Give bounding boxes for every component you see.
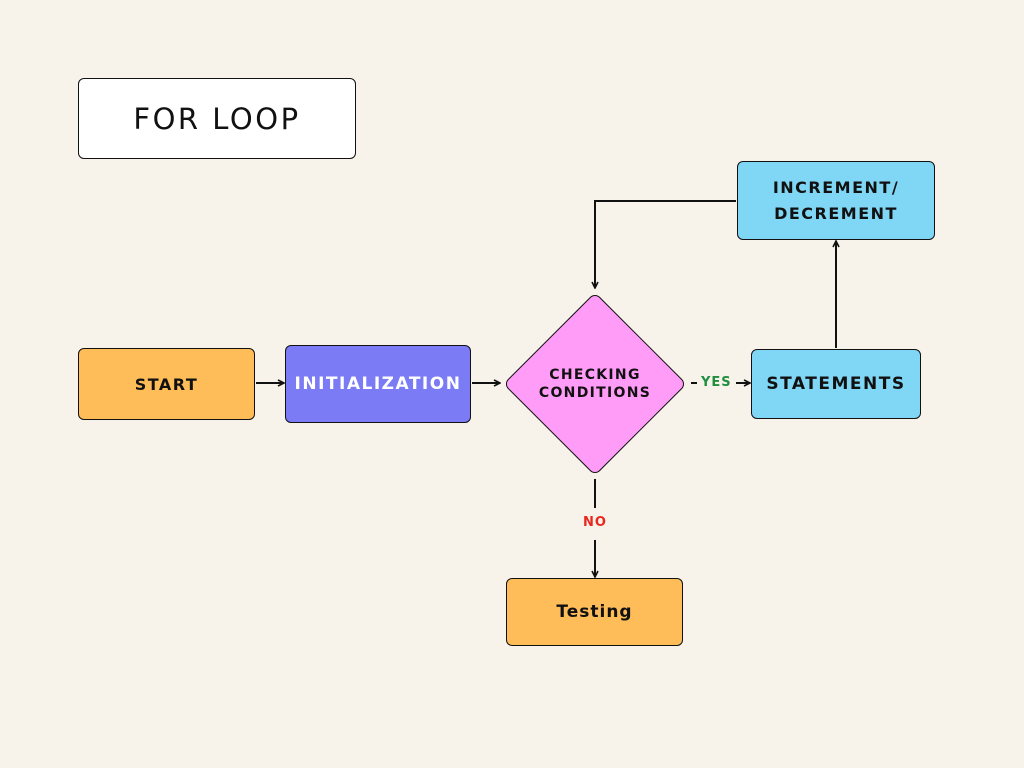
condition-label-line1: CHECKING	[549, 367, 641, 383]
edge-increment-to-condition	[595, 200, 736, 288]
testing-node: Testing	[506, 578, 683, 646]
increment-decrement-node: INCREMENT/ DECREMENT	[737, 161, 935, 240]
statements-node: STATEMENTS	[751, 349, 921, 419]
yes-label: YES	[698, 375, 735, 390]
increment-label-line2: DECREMENT	[774, 203, 898, 223]
no-label: NO	[580, 515, 610, 530]
start-node: START	[78, 348, 255, 420]
increment-label-line1: INCREMENT/	[772, 177, 900, 197]
diagram-title: FOR LOOP	[78, 78, 356, 159]
initialization-node: INITIALIZATION	[285, 345, 471, 423]
condition-label: CHECKING CONDITIONS	[508, 364, 682, 404]
condition-label-line2: CONDITIONS	[538, 385, 652, 401]
